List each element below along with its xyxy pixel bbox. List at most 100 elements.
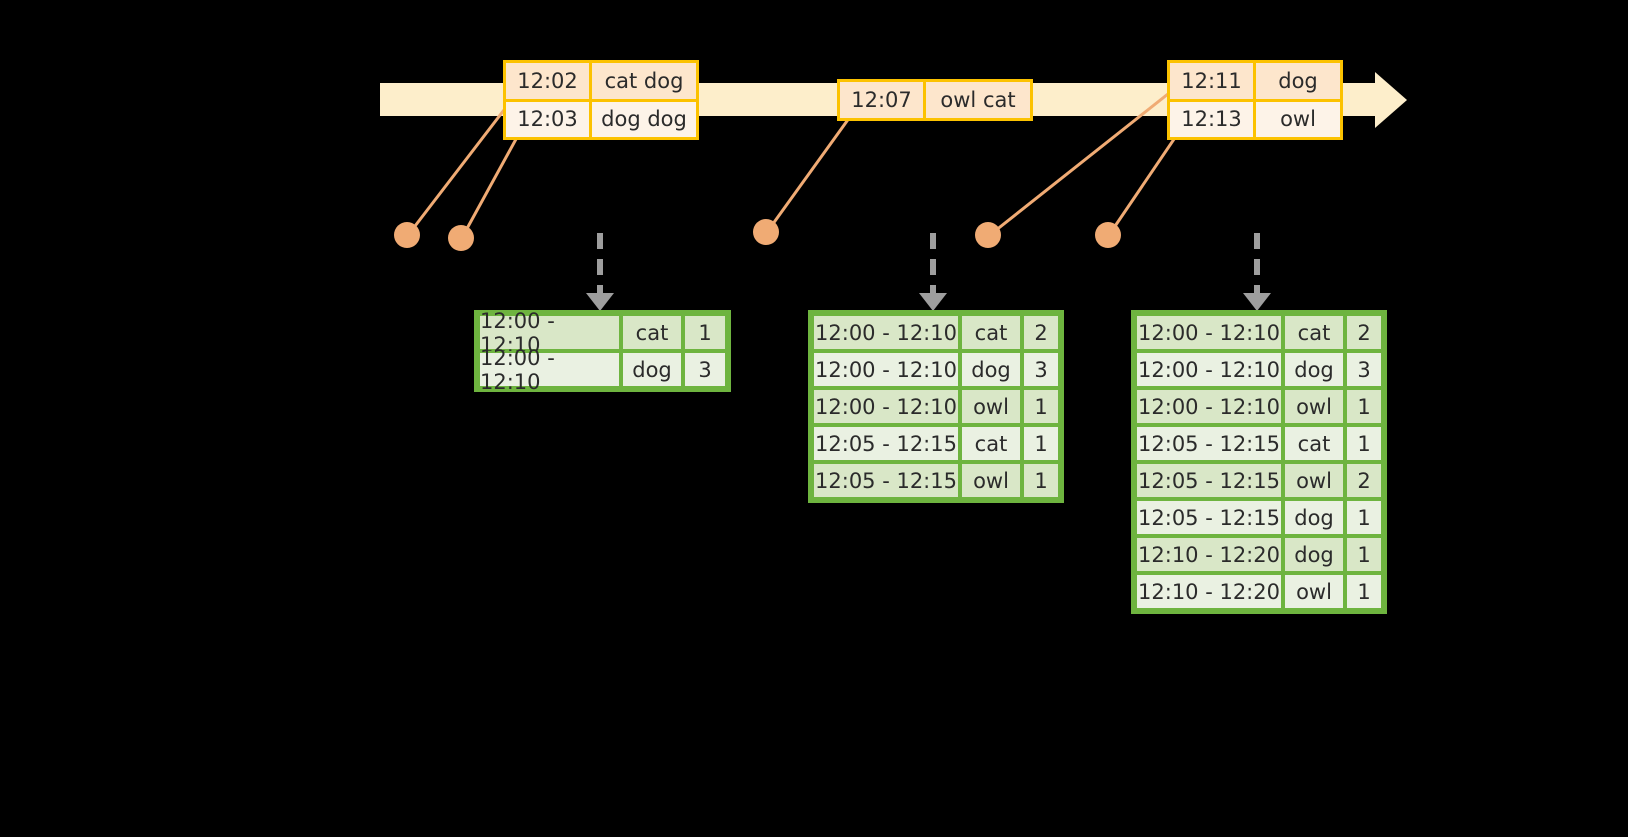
event-timestamp: 12:11 <box>1170 63 1256 99</box>
cell-window: 12:00 - 12:10 <box>812 314 960 351</box>
cell-window: 12:05 - 12:15 <box>812 425 960 462</box>
arrow-stem <box>1254 233 1260 295</box>
cell-word: dog <box>1283 536 1345 573</box>
cell-word: cat <box>621 314 683 351</box>
cell-window: 12:00 - 12:10 <box>1135 351 1283 388</box>
arrow-head-icon <box>1243 293 1271 311</box>
event-row: 12:02 cat dog <box>506 63 696 99</box>
event-words: cat dog <box>604 68 684 93</box>
connector-dot-4 <box>975 222 1001 248</box>
event-row: 12:13 owl <box>1170 98 1340 137</box>
event-words: dog <box>1278 68 1318 93</box>
connector-dot-2 <box>448 225 474 251</box>
cell-word: owl <box>960 462 1022 499</box>
cell-count: 3 <box>1022 351 1060 388</box>
timeline-segment-mid-1 <box>697 83 839 116</box>
arrow-stem <box>930 233 936 295</box>
cell-count: 1 <box>1345 536 1383 573</box>
connector-dot-3-line <box>764 107 858 235</box>
event-words: owl <box>1280 107 1316 132</box>
event-words: dog dog <box>601 107 687 132</box>
event-box-1: 12:02 cat dog 12:03 dog dog <box>503 60 699 140</box>
event-row: 12:03 dog dog <box>506 98 696 137</box>
arrow-head-icon <box>586 293 614 311</box>
cell-window: 12:05 - 12:15 <box>812 462 960 499</box>
cell-window: 12:05 - 12:15 <box>1135 425 1283 462</box>
cell-word: cat <box>1283 425 1345 462</box>
event-timestamp: 12:02 <box>506 63 592 99</box>
cell-word: dog <box>621 351 683 388</box>
cell-word: owl <box>1283 388 1345 425</box>
cell-word: cat <box>960 314 1022 351</box>
connector-dot-3 <box>753 219 779 245</box>
cell-count: 1 <box>1022 462 1060 499</box>
cell-window: 12:00 - 12:10 <box>1135 388 1283 425</box>
timeline-segment-right <box>1341 83 1378 116</box>
cell-window: 12:00 - 12:10 <box>812 351 960 388</box>
cell-window: 12:00 - 12:10 <box>478 309 621 357</box>
cell-window: 12:00 - 12:10 <box>1135 314 1283 351</box>
connector-dot-5 <box>1095 222 1121 248</box>
connector-dot-1 <box>394 222 420 248</box>
cell-count: 3 <box>683 351 727 388</box>
cell-word: cat <box>960 425 1022 462</box>
event-box-2: 12:07 owl cat <box>837 79 1033 121</box>
cell-count: 1 <box>1345 499 1383 536</box>
event-timestamp: 12:03 <box>506 101 592 137</box>
event-timestamp: 12:13 <box>1170 101 1256 137</box>
event-row: 12:11 dog <box>1170 63 1340 99</box>
cell-window: 12:00 - 12:10 <box>478 346 621 394</box>
cell-word: cat <box>1283 314 1345 351</box>
dashed-arrow-3 <box>1243 233 1271 311</box>
cell-word: owl <box>1283 462 1345 499</box>
cell-window: 12:05 - 12:15 <box>1135 462 1283 499</box>
cell-count: 3 <box>1345 351 1383 388</box>
connector-dot-2-line <box>459 123 526 241</box>
cell-window: 12:05 - 12:15 <box>1135 499 1283 536</box>
arrow-head-icon <box>919 293 947 311</box>
event-row: 12:07 owl cat <box>840 82 1030 118</box>
cell-word: dog <box>1283 499 1345 536</box>
cell-count: 1 <box>1345 388 1383 425</box>
cell-word: owl <box>1283 573 1345 610</box>
dashed-arrow-1 <box>586 233 614 311</box>
cell-count: 1 <box>1022 425 1060 462</box>
event-box-3: 12:11 dog 12:13 owl <box>1167 60 1343 140</box>
cell-window: 12:00 - 12:10 <box>812 388 960 425</box>
cell-window: 12:10 - 12:20 <box>1135 536 1283 573</box>
cell-count: 1 <box>1022 388 1060 425</box>
dashed-arrow-2 <box>919 233 947 311</box>
cell-count: 2 <box>1345 462 1383 499</box>
cell-window: 12:10 - 12:20 <box>1135 573 1283 610</box>
event-timestamp: 12:07 <box>840 82 926 118</box>
event-words: owl cat <box>940 88 1016 112</box>
cell-count: 2 <box>1345 314 1383 351</box>
cell-count: 1 <box>683 314 727 351</box>
timeline-arrowhead <box>1375 72 1407 128</box>
cell-word: owl <box>960 388 1022 425</box>
cell-count: 1 <box>1345 573 1383 610</box>
timeline-segment-left <box>380 83 505 116</box>
cell-count: 2 <box>1022 314 1060 351</box>
cell-count: 1 <box>1345 425 1383 462</box>
cell-word: dog <box>1283 351 1345 388</box>
